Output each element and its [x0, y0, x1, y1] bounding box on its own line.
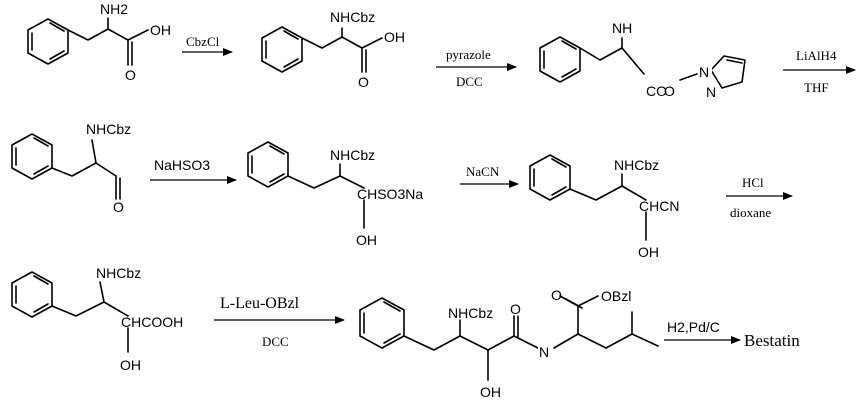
compound-cyanohydrin: NHCbz CHCN OH	[529, 154, 679, 260]
label-chcn: CHCN	[639, 198, 679, 214]
label-nhcbz: NHCbz	[448, 305, 493, 321]
benzene-ring	[11, 133, 53, 180]
label-nhcbz: NHCbz	[330, 9, 375, 25]
benzene-ring	[11, 271, 53, 318]
label-nhcbz: NHCbz	[86, 121, 131, 137]
arrow-pyrazole-dcc: pyrazole DCC	[436, 47, 517, 89]
label-co: CO	[646, 83, 667, 99]
reagent-l-leu-obzl: L-Leu-OBzl	[220, 295, 300, 312]
label-nh2: NH2	[100, 1, 128, 17]
label-o: O	[664, 83, 675, 99]
product-bestatin: Bestatin	[744, 331, 800, 350]
benzene-ring	[247, 141, 289, 188]
label-oh: OH	[480, 384, 501, 400]
compound-cbz-phenylalanine: NHCbz OH O	[261, 9, 405, 90]
label-n2: N	[706, 84, 716, 100]
reagent-h2-pdc: H2,Pd/C	[667, 319, 720, 335]
compound-phenylalanine: NH2 OH O	[27, 1, 171, 83]
arrow-hcl-dioxane: HCl dioxane	[726, 175, 793, 220]
label-oh: OH	[384, 29, 405, 45]
reagent-thf: THF	[804, 80, 829, 95]
benzene-ring	[539, 36, 581, 83]
label-obzl: OBzl	[601, 288, 631, 304]
arrow-leu-obzl-dcc: L-Leu-OBzl DCC	[214, 295, 345, 349]
label-nhcbz: NHCbz	[96, 265, 141, 281]
compound-hydroxy-acid: NHCbz CHCOOH OH	[11, 265, 183, 373]
label-nhcbz: NHCbz	[614, 157, 659, 173]
reagent-cbzcl: CbzCl	[186, 34, 220, 49]
label-oh: OH	[356, 232, 377, 248]
compound-aldehyde: NHCbz O	[11, 121, 131, 215]
arrow-hydrogenation: H2,Pd/C	[664, 319, 741, 344]
label-nh: NH	[612, 20, 632, 36]
reagent-pyrazole: pyrazole	[446, 47, 491, 62]
label-o-amide: O	[510, 301, 521, 317]
benzene-ring	[359, 297, 405, 349]
arrow-cbzcl: CbzCl	[182, 34, 233, 56]
label-n: N	[539, 344, 549, 360]
label-nhcbz: NHCbz	[330, 147, 375, 163]
benzene-ring	[529, 154, 571, 201]
arrow-nahso3: NaHSO3	[150, 157, 237, 184]
compound-protected-dipeptide: OBzl O NHCbz O N OH	[359, 287, 659, 400]
label-n1: N	[699, 64, 709, 80]
pyrazole-ring	[710, 55, 746, 89]
label-o: O	[125, 67, 136, 83]
label-o-ester: O	[551, 287, 562, 303]
label-o: O	[358, 74, 369, 90]
label-chcooh: CHCOOH	[121, 314, 183, 330]
arrow-lialh4-thf: LiAlH4 THF	[783, 48, 856, 95]
reagent-dioxane: dioxane	[730, 205, 771, 220]
reagent-dcc: DCC	[456, 74, 483, 89]
label-oh: OH	[150, 22, 171, 38]
reagent-lialh4: LiAlH4	[796, 48, 837, 63]
reagent-dcc: DCC	[262, 334, 289, 349]
compound-pyrazolide: NH CO O N N	[539, 20, 746, 100]
benzene-ring	[261, 26, 303, 73]
label-chso3na: CHSO3Na	[357, 186, 423, 202]
label-oh: OH	[120, 357, 141, 373]
reagent-nahso3: NaHSO3	[154, 157, 210, 173]
reagent-hcl: HCl	[742, 175, 764, 190]
reagent-nacn: NaCN	[466, 164, 500, 179]
compound-bisulfite-adduct: NHCbz CHSO3Na OH	[247, 141, 423, 248]
label-o: O	[113, 199, 124, 215]
arrow-nacn: NaCN	[460, 164, 519, 188]
label-oh: OH	[638, 244, 659, 260]
benzene-ring	[27, 18, 69, 65]
